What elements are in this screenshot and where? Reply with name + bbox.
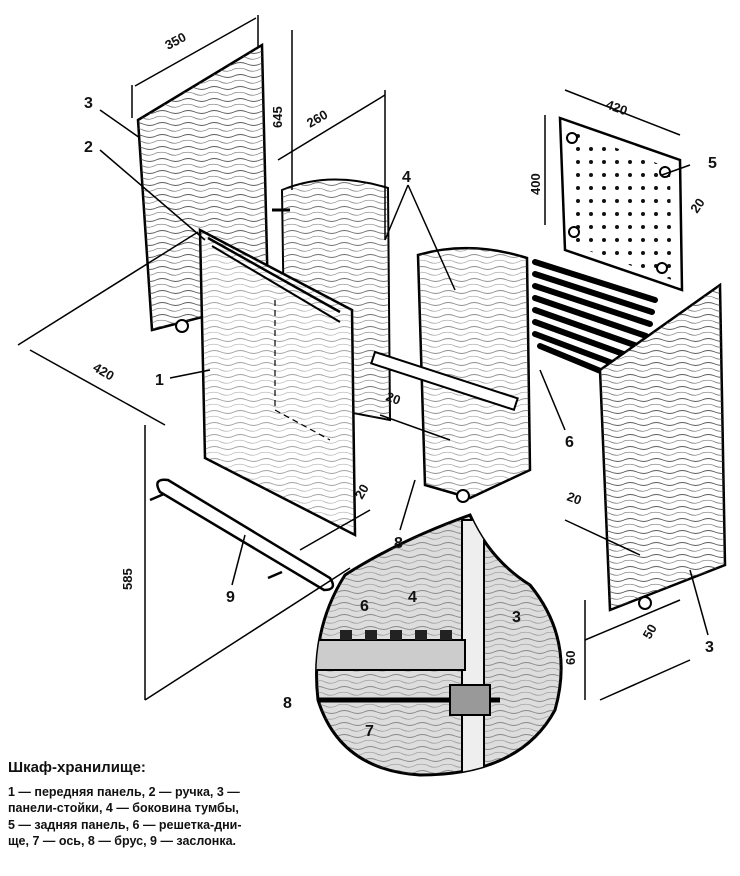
dim-585: 585 (120, 568, 135, 590)
caption-line: ще, 7 — ось, 8 — брус, 9 — заслонка. (8, 834, 237, 848)
dim-260: 260 (304, 107, 330, 131)
callout-5: 5 (708, 155, 717, 172)
panel-post-right (598, 282, 727, 612)
callout-2: 2 (84, 139, 93, 156)
dimension-lines (17, 15, 691, 701)
dim-420-top: 420 (604, 97, 630, 119)
callout-3-bottom: 3 (705, 639, 714, 656)
dim-645: 645 (270, 106, 285, 128)
dim-20-mid: 20 (384, 389, 403, 408)
detail-callout-4: 4 (408, 589, 417, 606)
bar (370, 350, 519, 412)
dim-50: 50 (640, 621, 660, 641)
side-wall-front (370, 246, 532, 503)
detail-callout-6: 6 (360, 598, 369, 615)
callout-labels: 3 2 4 5 1 6 8 9 3 6 4 3 8 7 (84, 95, 717, 740)
front-panel (198, 227, 357, 538)
dim-400: 400 (528, 173, 543, 195)
dim-20-top: 20 (687, 195, 708, 215)
callout-9: 9 (226, 589, 235, 606)
callout-3-top: 3 (84, 95, 93, 112)
rear-panel (558, 116, 684, 292)
callout-6: 6 (565, 434, 574, 451)
detail-callout-7: 7 (365, 723, 374, 740)
detail-callout-3: 3 (512, 609, 521, 626)
joint-detail-magnifier (315, 513, 563, 777)
caption-line: панели-стойки, 4 — боковина тумбы, (8, 801, 239, 815)
detail-callout-8: 8 (283, 695, 292, 712)
callout-4-top: 4 (402, 169, 411, 186)
damper (149, 478, 335, 592)
caption-title: Шкаф-хранилище: (8, 759, 146, 776)
callout-8: 8 (394, 535, 403, 552)
handle (207, 236, 341, 314)
dimension-labels: 350 645 260 420 400 20 420 20 20 585 20 … (91, 29, 708, 665)
figure-caption: Шкаф-хранилище: 1 — передняя панель, 2 —… (8, 759, 368, 850)
dim-60: 60 (563, 651, 578, 665)
caption-line: 1 — передняя панель, 2 — ручка, 3 — (8, 784, 240, 799)
callout-leaders (99, 109, 709, 636)
caption-line: 5 — задняя панель, 6 — решетка-дни- (8, 817, 242, 832)
dim-20-bottom: 20 (352, 481, 372, 501)
callout-1: 1 (155, 372, 164, 389)
dim-350: 350 (162, 29, 188, 52)
dim-20-right: 20 (565, 489, 584, 508)
dim-420-left: 420 (91, 360, 117, 384)
